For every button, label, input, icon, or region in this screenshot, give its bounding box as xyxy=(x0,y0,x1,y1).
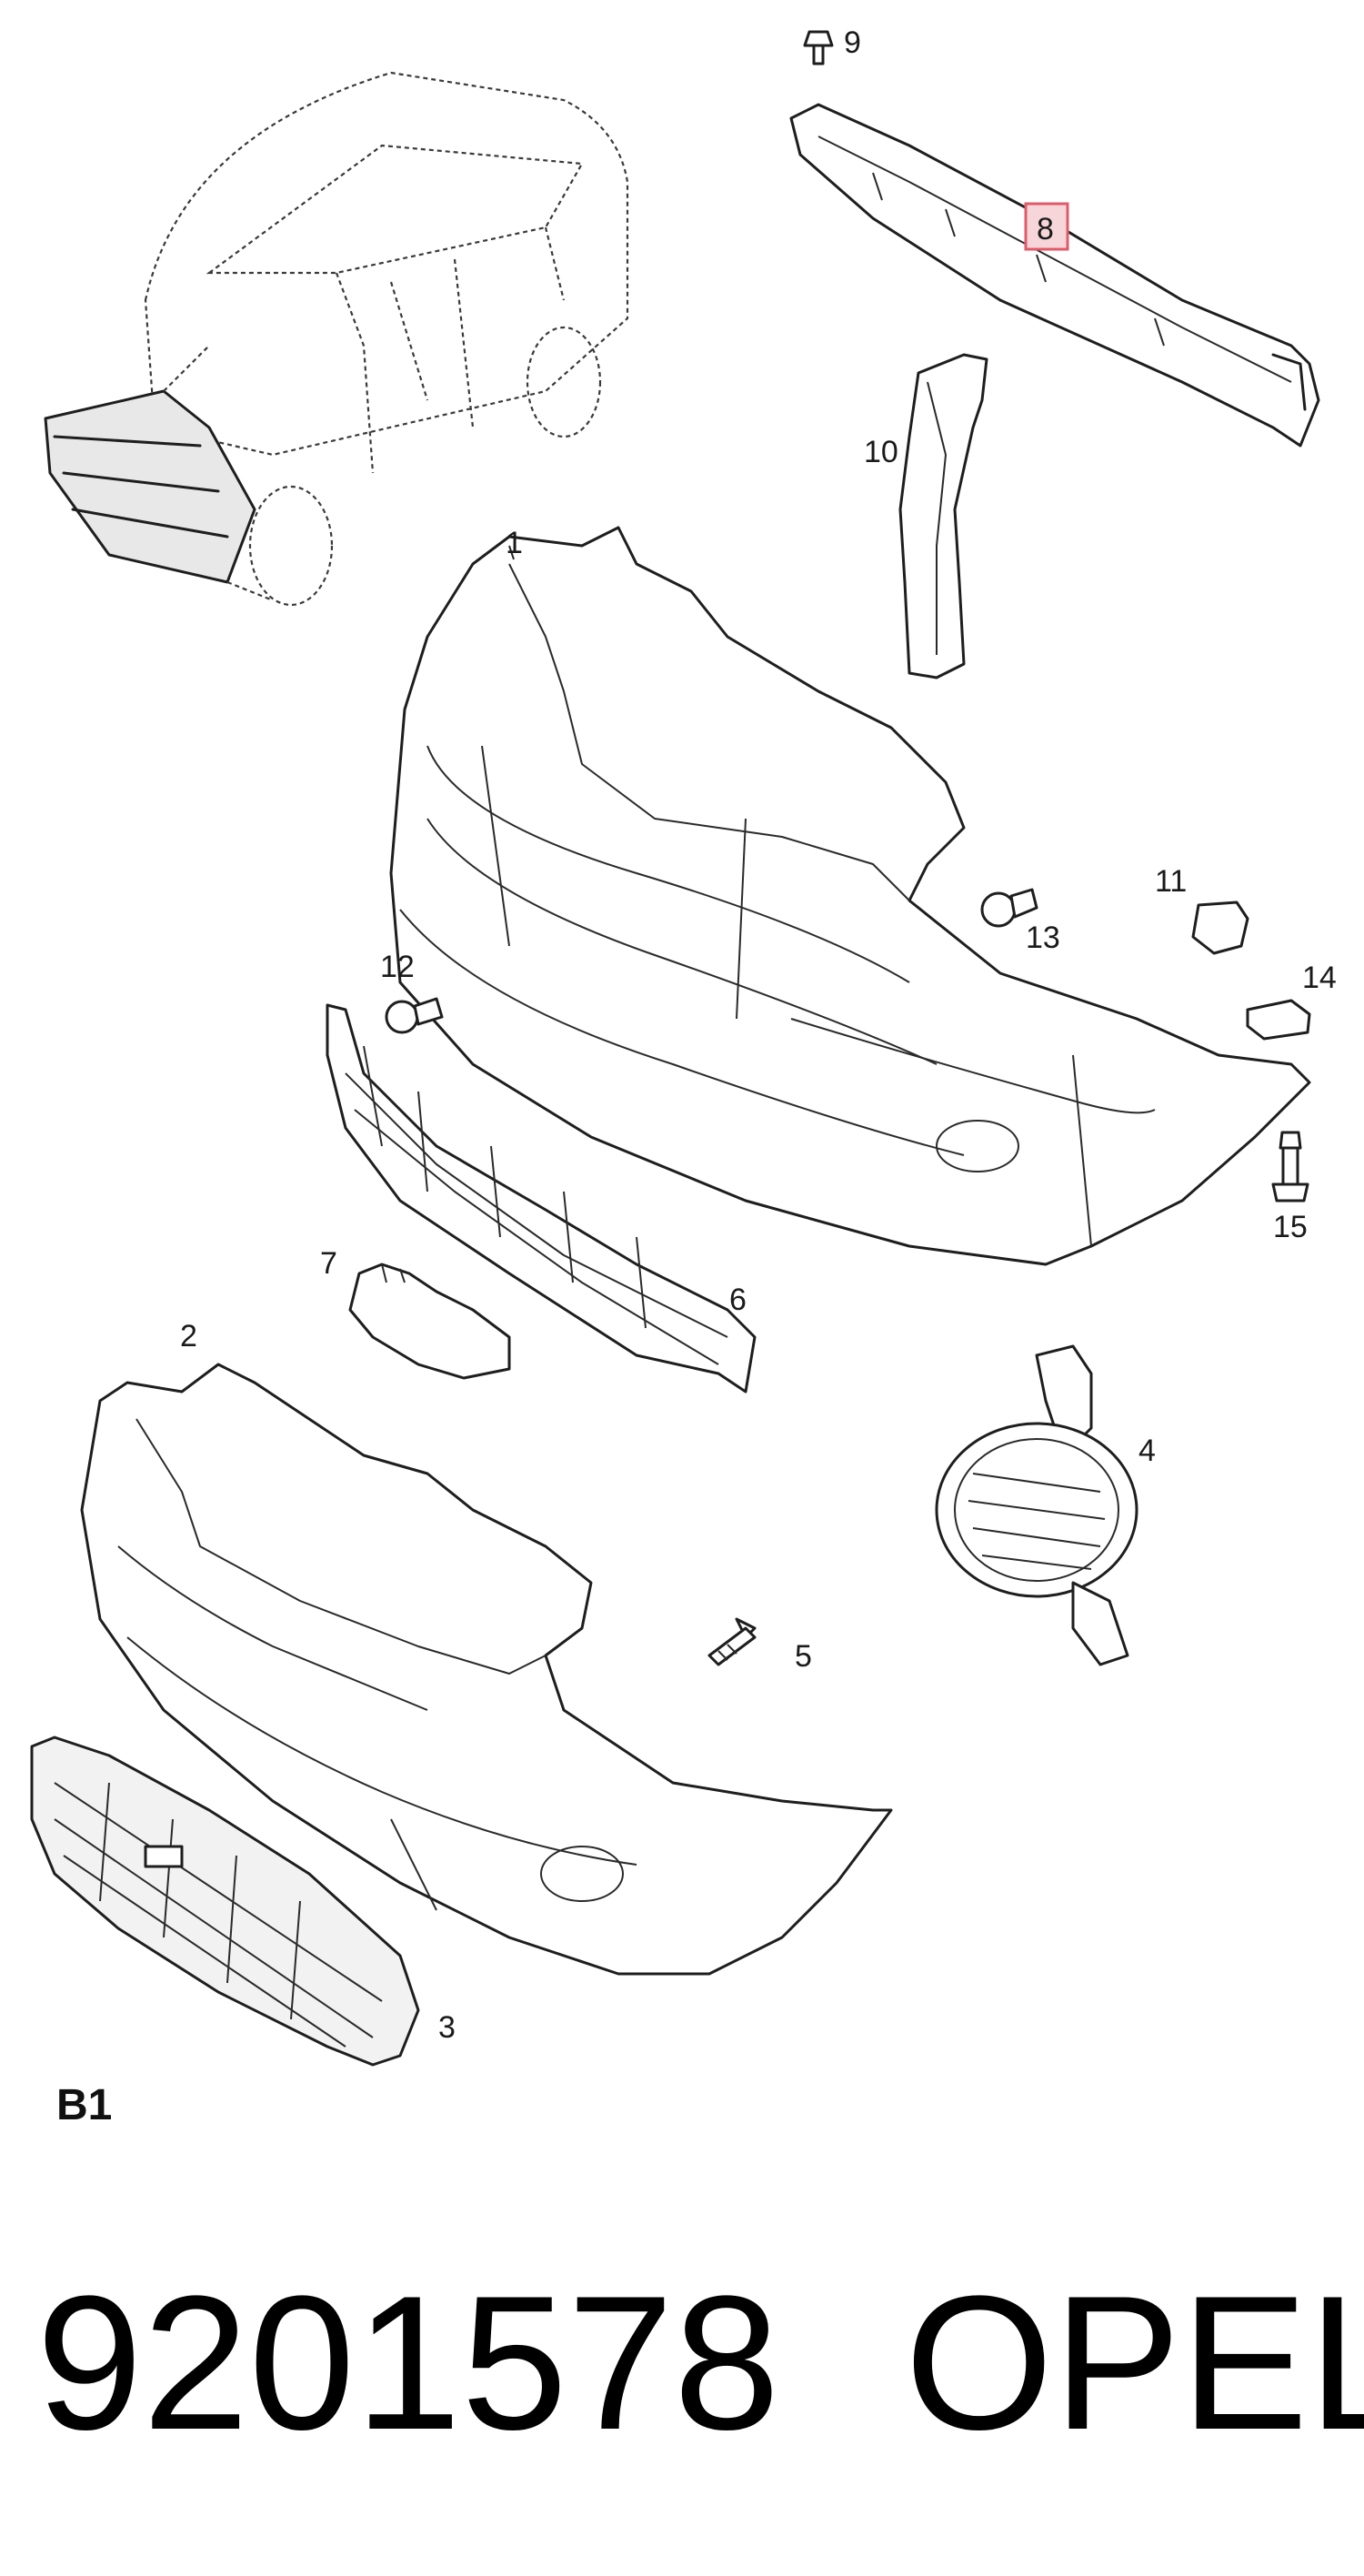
callout-14: 14 xyxy=(1302,961,1337,995)
vehicle-overview-illustration xyxy=(44,71,629,607)
callout-13: 13 xyxy=(1026,921,1060,955)
part-9-bolt[interactable] xyxy=(803,30,834,65)
part-12-push-pin[interactable] xyxy=(385,997,444,1034)
callout-4: 4 xyxy=(1138,1434,1156,1468)
part-7-cover[interactable] xyxy=(348,1263,511,1380)
callout-9: 9 xyxy=(844,25,861,60)
callout-5: 5 xyxy=(795,1639,812,1674)
callout-7: 7 xyxy=(320,1246,337,1281)
part-15-screw[interactable] xyxy=(1271,1131,1309,1202)
part-14-nut[interactable] xyxy=(1246,999,1311,1041)
highlight-box-part-8 xyxy=(1024,202,1069,251)
part-6-grille-frame[interactable] xyxy=(326,1003,757,1394)
callout-15: 15 xyxy=(1273,1210,1308,1244)
part-13-push-pin[interactable] xyxy=(980,888,1038,928)
part-number: 9201578 xyxy=(36,2256,780,2470)
part-11-clip[interactable] xyxy=(1191,901,1249,955)
section-code: B1 xyxy=(56,2081,112,2129)
part-10-bracket[interactable] xyxy=(898,353,988,679)
callout-3: 3 xyxy=(438,2010,456,2045)
brand-name: OPEL xyxy=(905,2256,1364,2470)
part-2-bumper[interactable] xyxy=(80,1363,893,1976)
callout-6: 6 xyxy=(729,1283,747,1317)
part-5-screw[interactable] xyxy=(707,1617,757,1666)
part-8-crossmember[interactable] xyxy=(789,103,1320,448)
callout-12: 12 xyxy=(380,950,415,984)
part-1-front-bumper[interactable] xyxy=(389,526,1311,1266)
part-4-foglamp-cover[interactable] xyxy=(935,1344,1138,1666)
part-3-grille[interactable] xyxy=(30,1736,420,2067)
callout-2: 2 xyxy=(180,1319,197,1353)
callout-1: 1 xyxy=(506,526,523,560)
callout-11: 11 xyxy=(1155,864,1187,899)
callout-10: 10 xyxy=(864,435,898,469)
callout-8: 8 xyxy=(1037,212,1054,247)
leader-lines xyxy=(508,545,515,560)
